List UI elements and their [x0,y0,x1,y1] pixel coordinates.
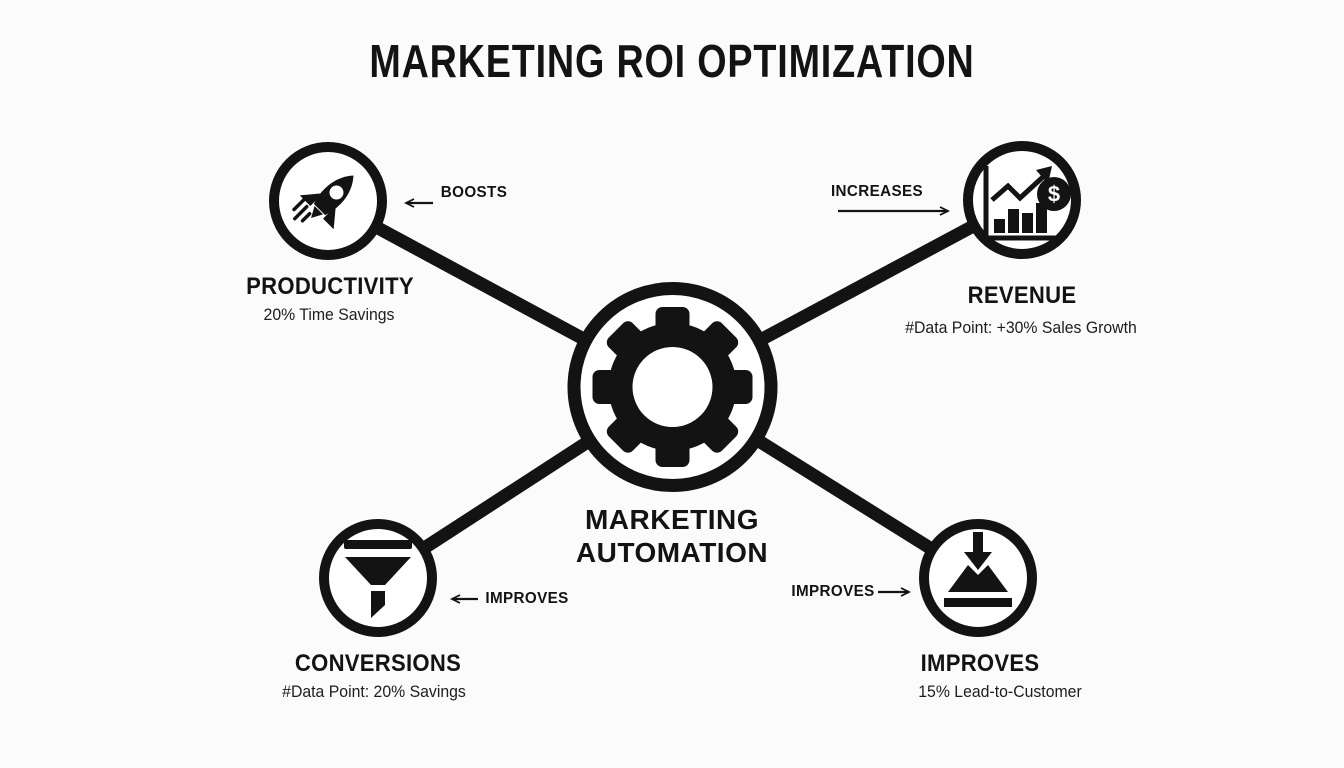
bar-chart-dollar-icon: $ [983,166,1071,241]
node-sublabel-conversions: #Data Point: 20% Savings [282,682,466,701]
dollar-glyph: $ [1048,182,1060,207]
node-sublabel-productivity: 20% Time Savings [263,305,395,324]
node-label-conversions: CONVERSIONS [294,650,462,677]
funnel-icon [344,540,412,618]
connector-label-boosts: BOOSTS [440,184,508,201]
download-arrow-icon [944,530,1012,607]
node-sublabel-revenue: #Data Point: +30% Sales Growth [905,318,1137,337]
connector-label-improves-right: IMPROVES [791,583,875,600]
center-node-label-line2: AUTOMATION [575,537,769,568]
node-label-productivity: PRODUCTIVITY [246,273,414,300]
node-label-revenue: REVENUE [967,282,1077,309]
connector-label-improves-left: IMPROVES [485,590,569,607]
connector-label-increases: INCREASES [830,183,924,200]
gear-icon [592,307,753,467]
rocket-icon [292,175,354,230]
center-node-label-line1: MARKETING [584,504,760,535]
annotation-arrows [403,198,951,604]
page-title: MARKETING ROI OPTIMIZATION [369,35,975,87]
node-label-improves: IMPROVES [920,650,1040,677]
node-sublabel-improves: 15% Lead-to-Customer [918,682,1082,701]
